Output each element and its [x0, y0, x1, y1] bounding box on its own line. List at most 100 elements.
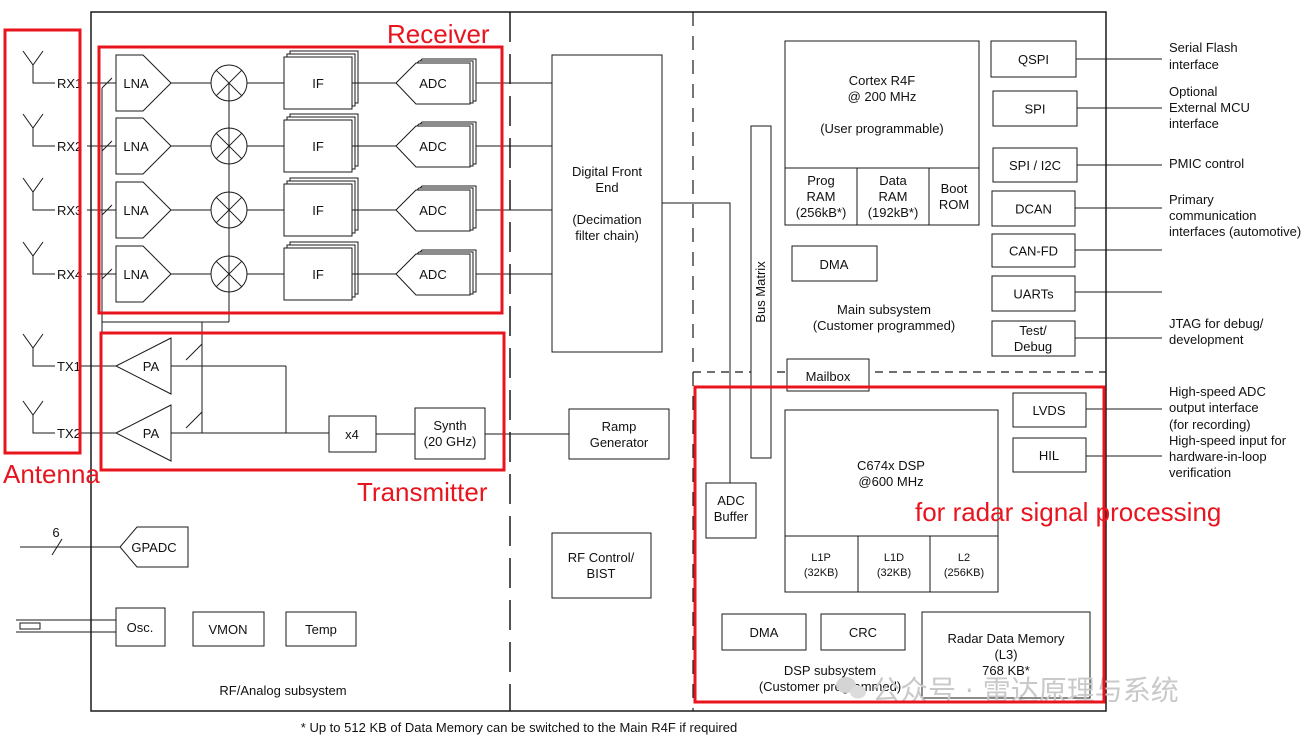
dfe-label-5: filter chain)	[575, 228, 639, 243]
synth-label-2: (20 GHz)	[424, 434, 477, 449]
crc-box	[820, 613, 906, 651]
chip-frame	[90, 11, 1107, 712]
cortex-label-2: @ 200 MHz	[848, 89, 917, 104]
primary-label-2: communication	[1169, 208, 1256, 223]
pa-label: PA	[143, 426, 160, 441]
temp-box	[285, 611, 357, 647]
radar-memory-box	[921, 611, 1091, 699]
dsp-dma-label: DMA	[750, 625, 779, 640]
rx-antenna-icon	[22, 241, 55, 275]
adc-buffer-label-1: ADC	[717, 493, 744, 508]
data-ram-label-2: RAM	[879, 189, 908, 204]
gpadc-bus-tick	[51, 538, 63, 556]
adc-label: ADC	[419, 267, 446, 282]
radar-mem-label-1: Radar Data Memory	[947, 631, 1065, 646]
ramp-generator-box	[568, 408, 670, 460]
serial-flash-label-1: Serial Flash	[1169, 40, 1238, 55]
interface-label: QSPI	[1018, 52, 1049, 67]
transmitter-annotation: Transmitter	[357, 477, 488, 507]
rf-control-label-2: BIST	[587, 566, 616, 581]
interface-box	[991, 275, 1076, 312]
boot-rom-label-1: Boot	[941, 181, 968, 196]
dfe-adcbuffer-line	[662, 202, 731, 483]
rx-label: RX3	[57, 203, 82, 218]
main-dma-label: DMA	[820, 257, 849, 272]
vmon-box	[192, 611, 265, 647]
bus-matrix-label: Bus Matrix	[753, 261, 768, 323]
hs-adc-label-1: High-speed ADC	[1169, 384, 1266, 399]
crystal-icon	[16, 619, 116, 633]
prog-ram-label-3: (256kB*)	[796, 205, 847, 220]
interface-label: DCAN	[1015, 202, 1052, 217]
rx-label: RX4	[57, 267, 82, 282]
cortex-box	[784, 40, 980, 169]
tx-split-tick	[185, 343, 203, 361]
rx-label: RX2	[57, 139, 82, 154]
x4-label: x4	[345, 427, 359, 442]
radar-annotation: for radar signal processing	[915, 497, 1221, 527]
transmitter-highlight	[99, 331, 506, 472]
l1d-label-2: (32KB)	[877, 567, 911, 579]
adc-block	[395, 121, 477, 168]
interface-label: SPI / I2C	[1009, 158, 1061, 173]
rf-control-label-1: RF Control/	[568, 550, 635, 565]
synth-box	[414, 407, 486, 460]
rf-control-box	[551, 532, 652, 599]
pa-block	[114, 404, 172, 462]
if-filter-block	[283, 241, 359, 301]
prog-ram-label-2: RAM	[807, 189, 836, 204]
digital-front-end-box	[551, 54, 663, 353]
rx-antenna-icon	[22, 50, 55, 84]
dsp-subsystem-label-1: DSP subsystem	[784, 663, 876, 678]
l2-label-1: L2	[958, 552, 970, 564]
rx-antenna-icon	[22, 113, 55, 147]
tx-antenna-icon	[22, 400, 55, 434]
data-ram-box	[856, 167, 930, 226]
jtag-label-1: JTAG for debug/	[1169, 316, 1264, 331]
if-label: IF	[312, 203, 324, 218]
gpadc-block	[119, 526, 189, 568]
prog-ram-box	[784, 167, 858, 226]
right-side-labels: Serial Flash interface Optional External…	[1169, 40, 1301, 480]
l1p-label-2: (32KB)	[804, 567, 838, 579]
gpadc-label: GPADC	[131, 540, 176, 555]
optional-mcu-label-2: External MCU	[1169, 100, 1250, 115]
primary-label-1: Primary	[1169, 192, 1214, 207]
adc-buffer-box	[705, 482, 757, 539]
hs-input-label-1: High-speed input for	[1169, 433, 1287, 448]
temp-label: Temp	[305, 622, 337, 637]
rx-tick	[101, 204, 113, 216]
l1p-label-1: L1P	[811, 552, 831, 564]
bus-matrix-box	[750, 125, 772, 459]
hs-adc-label-3: (for recording)	[1169, 417, 1251, 432]
crc-label: CRC	[849, 625, 877, 640]
if-label: IF	[312, 267, 324, 282]
lna-label: LNA	[123, 139, 149, 154]
rx-tick	[101, 268, 113, 280]
gpadc-bus-width: 6	[52, 525, 59, 540]
if-label: IF	[312, 139, 324, 154]
mailbox-label: Mailbox	[806, 369, 851, 384]
data-ram-label-3: (192kB*)	[868, 205, 919, 220]
dfe-label-2: End	[595, 180, 618, 195]
adc-block	[395, 249, 477, 296]
test-debug-label-2: Debug	[1014, 339, 1052, 354]
serial-flash-label-2: interface	[1169, 57, 1219, 72]
lna-block	[115, 117, 172, 175]
cortex-label-4: (User programmable)	[820, 121, 944, 136]
pa-block	[114, 337, 172, 395]
hs-input-label-2: hardware-in-loop	[1169, 449, 1267, 464]
interface-box	[990, 40, 1077, 78]
adc-label: ADC	[419, 76, 446, 91]
rx-label: RX1	[57, 76, 82, 91]
optional-mcu-label-3: interface	[1169, 116, 1219, 131]
adc-buffer-label-2: Buffer	[714, 509, 749, 524]
interface-label: SPI	[1025, 102, 1046, 117]
hil-box	[1012, 437, 1087, 473]
main-subsystem-label-1: Main subsystem	[837, 302, 931, 317]
adc-block	[395, 58, 477, 105]
ramp-label-2: Generator	[590, 435, 649, 450]
